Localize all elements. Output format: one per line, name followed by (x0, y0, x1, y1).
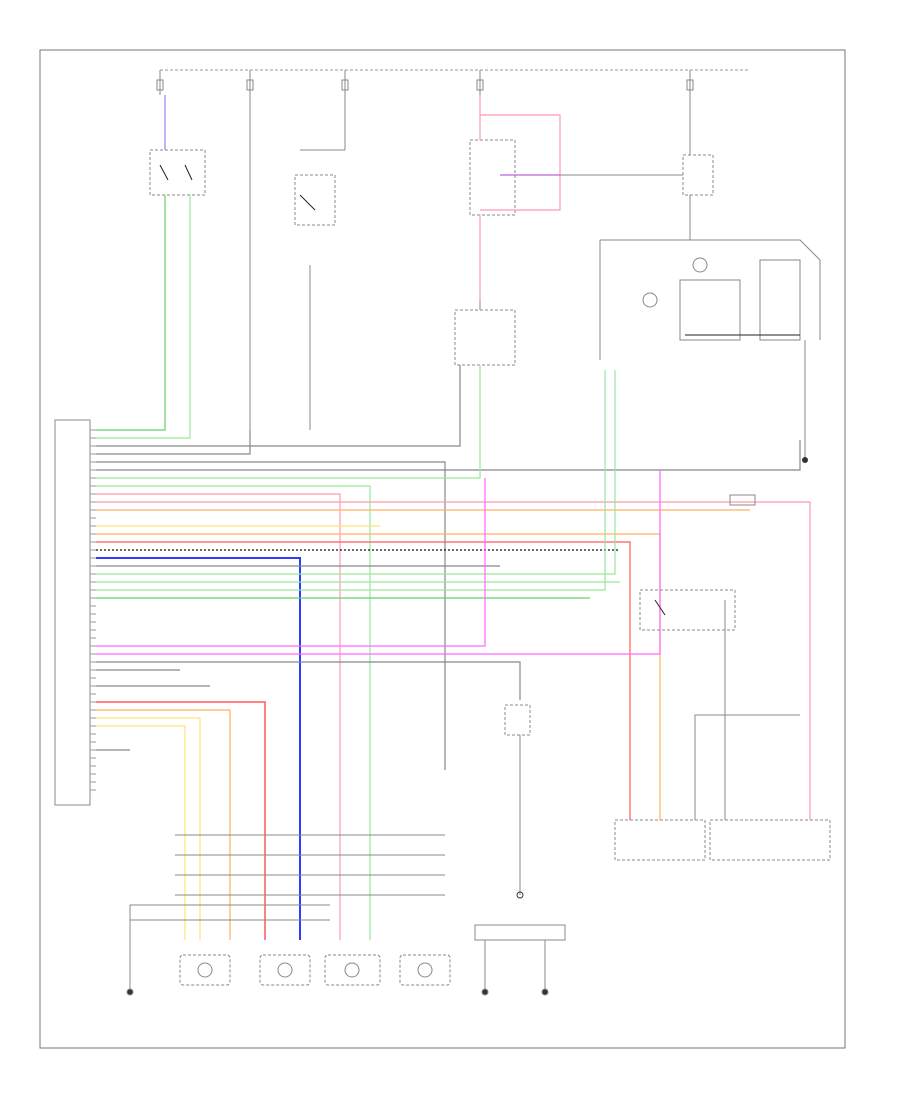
sensor-link (694, 714, 800, 820)
fuse-5 (686, 70, 694, 95)
wheel-sensor-1 (179, 954, 231, 986)
lower-mid-switch (474, 704, 566, 941)
wheel-sensor-3 (324, 954, 381, 986)
fuse-3 (341, 70, 349, 95)
ecu-wires (96, 195, 811, 940)
sensor-box-2 (709, 819, 831, 861)
harness-bundle (129, 834, 445, 960)
sensor-box-1 (614, 819, 706, 861)
right-relay-mid (639, 494, 756, 820)
bottom-grounds (126, 940, 549, 996)
right-ground (802, 340, 808, 463)
top-right-relay (560, 95, 821, 360)
wheel-sensor-4 (399, 954, 451, 986)
fuse-1 (156, 70, 164, 95)
center-left-switch (249, 95, 346, 430)
center-relay (469, 95, 561, 300)
page-frame (39, 49, 846, 1049)
middle-switches (309, 265, 516, 430)
ecu-connector-block (54, 419, 91, 806)
fuse-2 (246, 70, 254, 95)
top-left-switch (149, 95, 206, 196)
fuse-4 (476, 70, 484, 95)
wheel-sensor-2 (259, 954, 311, 986)
ecu-pin-ticks (90, 429, 96, 791)
